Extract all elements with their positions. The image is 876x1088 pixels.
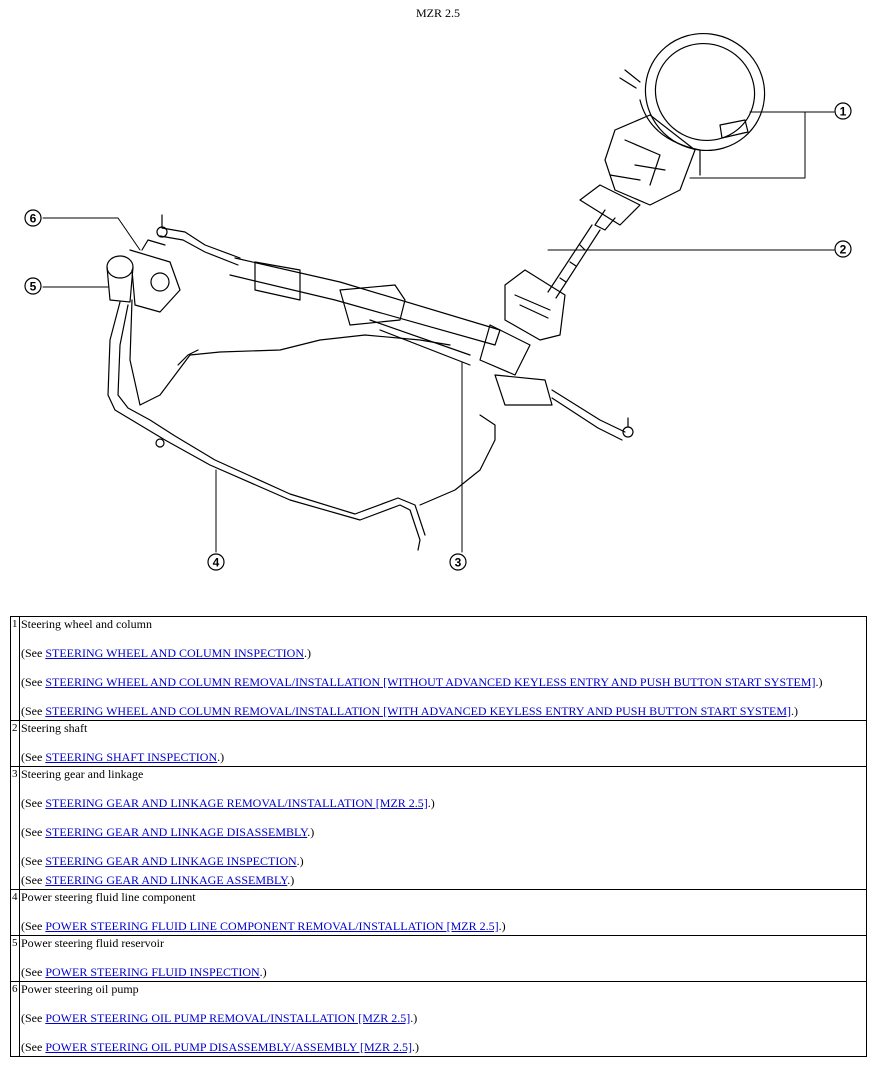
part-details: Steering gear and linkage (See STEERING … xyxy=(19,766,867,890)
svg-text:3: 3 xyxy=(455,556,462,570)
table-row: 5 Power steering fluid reservoir (See PO… xyxy=(10,935,867,982)
part-number: 2 xyxy=(10,720,20,767)
reference-line: (See POWER STEERING OIL PUMP REMOVAL/INS… xyxy=(21,1011,418,1025)
reference-link[interactable]: STEERING WHEEL AND COLUMN REMOVAL/INSTAL… xyxy=(45,704,792,718)
part-name: Steering wheel and column xyxy=(21,617,152,631)
reference-link[interactable]: POWER STEERING FLUID LINE COMPONENT REMO… xyxy=(45,919,499,933)
part-number: 1 xyxy=(10,616,20,721)
callout-leader-lines xyxy=(42,111,835,553)
reference-link[interactable]: POWER STEERING FLUID INSPECTION xyxy=(45,965,260,979)
part-details: Steering wheel and column (See STEERING … xyxy=(19,616,867,721)
steering-gear-illustration xyxy=(156,214,634,441)
reference-link[interactable]: STEERING GEAR AND LINKAGE ASSEMBLY xyxy=(45,873,288,887)
reference-line: (See STEERING WHEEL AND COLUMN REMOVAL/I… xyxy=(21,704,799,718)
callout-4: 4 xyxy=(207,553,225,571)
svg-text:5: 5 xyxy=(30,280,37,294)
svg-text:6: 6 xyxy=(30,212,37,226)
part-name: Steering shaft xyxy=(21,721,88,735)
reference-line: (See STEERING SHAFT INSPECTION.) xyxy=(21,750,225,764)
reference-line: (See POWER STEERING OIL PUMP DISASSEMBLY… xyxy=(21,1040,419,1054)
table-row: 1 Steering wheel and column (See STEERIN… xyxy=(10,616,867,721)
steering-wheel-illustration xyxy=(604,32,766,206)
svg-text:4: 4 xyxy=(213,556,220,570)
reference-line: (See STEERING WHEEL AND COLUMN REMOVAL/I… xyxy=(21,675,823,689)
steering-system-diagram: 1 2 3 4 5 6 xyxy=(24,32,852,571)
table-row: 2 Steering shaft (See STEERING SHAFT INS… xyxy=(10,720,867,767)
part-details: Power steering oil pump (See POWER STEER… xyxy=(19,981,867,1057)
part-number: 3 xyxy=(10,766,20,890)
callout-1: 1 xyxy=(834,102,852,120)
part-details: Steering shaft (See STEERING SHAFT INSPE… xyxy=(19,720,867,767)
reference-line: (See POWER STEERING FLUID INSPECTION.) xyxy=(21,965,267,979)
part-name: Steering gear and linkage xyxy=(21,767,144,781)
reference-line: (See STEERING GEAR AND LINKAGE DISASSEMB… xyxy=(21,825,315,839)
reference-link[interactable]: STEERING GEAR AND LINKAGE REMOVAL/INSTAL… xyxy=(45,796,428,810)
reference-line: (See STEERING GEAR AND LINKAGE INSPECTIO… xyxy=(21,854,304,868)
reference-line: (See STEERING GEAR AND LINKAGE ASSEMBLY.… xyxy=(21,873,295,887)
reference-link[interactable]: STEERING WHEEL AND COLUMN REMOVAL/INSTAL… xyxy=(45,675,816,689)
reference-line: (See STEERING WHEEL AND COLUMN INSPECTIO… xyxy=(21,646,311,660)
part-details: Power steering fluid reservoir (See POWE… xyxy=(19,935,867,982)
part-name: Power steering oil pump xyxy=(21,982,139,996)
reference-link[interactable]: POWER STEERING OIL PUMP DISASSEMBLY/ASSE… xyxy=(45,1040,412,1054)
reference-link[interactable]: POWER STEERING OIL PUMP REMOVAL/INSTALLA… xyxy=(45,1011,411,1025)
reference-line: (See POWER STEERING FLUID LINE COMPONENT… xyxy=(21,919,506,933)
page-title: MZR 2.5 xyxy=(415,6,460,20)
svg-text:1: 1 xyxy=(840,105,847,119)
reference-link[interactable]: STEERING GEAR AND LINKAGE DISASSEMBLY xyxy=(45,825,308,839)
fluid-lines-illustration xyxy=(107,299,496,551)
svg-text:2: 2 xyxy=(840,243,847,257)
reference-line: (See STEERING GEAR AND LINKAGE REMOVAL/I… xyxy=(21,796,435,810)
callout-3: 3 xyxy=(449,553,467,571)
pump-reservoir-illustration xyxy=(106,239,181,313)
part-name: Power steering fluid reservoir xyxy=(21,936,164,950)
part-number: 5 xyxy=(10,935,20,982)
table-row: 3 Steering gear and linkage (See STEERIN… xyxy=(10,766,867,890)
callout-2: 2 xyxy=(834,240,852,258)
reference-link[interactable]: STEERING GEAR AND LINKAGE INSPECTION xyxy=(45,854,297,868)
reference-link[interactable]: STEERING WHEEL AND COLUMN INSPECTION xyxy=(45,646,304,660)
table-row: 4 Power steering fluid line component (S… xyxy=(10,889,867,936)
part-name: Power steering fluid line component xyxy=(21,890,196,904)
part-number: 6 xyxy=(10,981,20,1057)
table-row: 6 Power steering oil pump (See POWER STE… xyxy=(10,981,867,1057)
parts-table: 1 Steering wheel and column (See STEERIN… xyxy=(10,616,867,1057)
callout-5: 5 xyxy=(24,277,42,295)
steering-column-illustration xyxy=(547,184,641,299)
part-number: 4 xyxy=(10,889,20,936)
callout-6: 6 xyxy=(24,209,42,227)
reference-link[interactable]: STEERING SHAFT INSPECTION xyxy=(45,750,218,764)
part-details: Power steering fluid line component (See… xyxy=(19,889,867,936)
